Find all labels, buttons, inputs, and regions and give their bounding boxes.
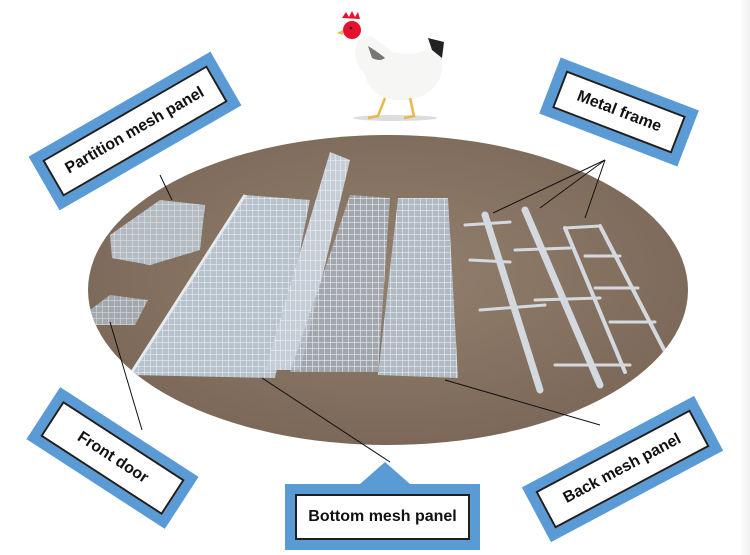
partition-mesh-stack [110, 200, 205, 265]
front-door-mesh [90, 295, 148, 325]
right-edge-shade [740, 0, 750, 555]
callout-tail-bottom [360, 462, 410, 484]
back-mesh-panel [378, 198, 458, 378]
callout-bottom-mesh-panel: Bottom mesh panel [285, 484, 480, 550]
label-bottom-mesh-panel: Bottom mesh panel [295, 494, 470, 540]
leader-lines [109, 159, 606, 463]
side-mesh-panel [265, 152, 390, 372]
bottom-mesh-tray [128, 194, 310, 378]
cage-parts-photo [88, 135, 688, 445]
metal-frames [463, 206, 674, 394]
chicken-illustration [337, 11, 444, 121]
